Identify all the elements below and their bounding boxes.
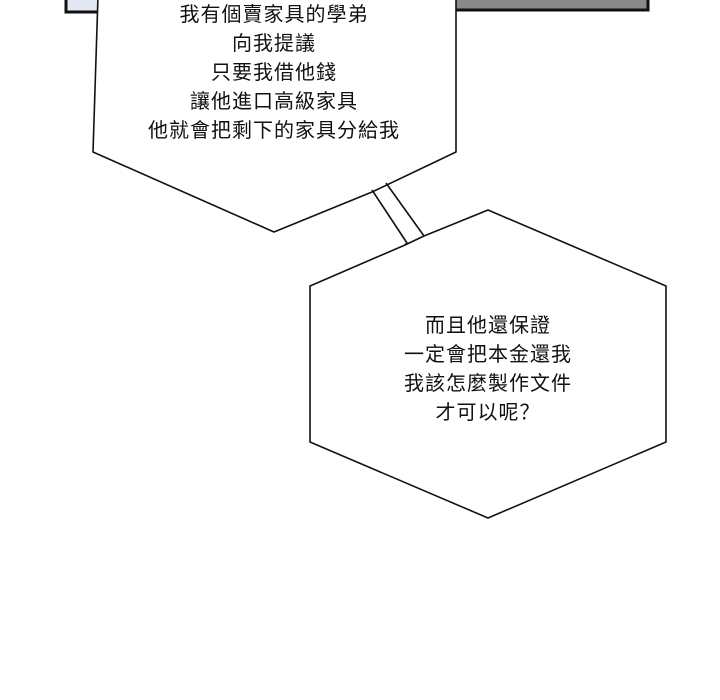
bubble-2-line: 一定會把本金還我 [404, 342, 572, 366]
speech-bubble-2 [309, 209, 667, 519]
bubble-1-line: 我有個賣家具的學弟 [179, 2, 369, 26]
bubble-2-line: 而且他還保證 [425, 313, 551, 337]
bubble-tail-right [385, 182, 425, 237]
speech-bubble-1-text: 我有個賣家具的學弟 向我提議 只要我借他錢 讓他進口高級家具 他就會把剩下的家具… [92, 0, 456, 145]
bubble-1-line: 他就會把剩下的家具分給我 [148, 118, 400, 142]
speech-bubble-1 [92, 0, 457, 233]
bubble-1-line: 向我提議 [232, 31, 316, 55]
bubble-1-line: 只要我借他錢 [211, 60, 337, 84]
speech-bubble-2-text: 而且他還保證 一定會把本金還我 我該怎麼製作文件 才可以呢？ [310, 311, 666, 427]
bubble-2-line: 才可以呢？ [435, 400, 541, 424]
bubble-1-line: 讓他進口高級家具 [190, 89, 358, 113]
bubble-2-line: 我該怎麼製作文件 [404, 371, 572, 395]
bubble-tail-left [371, 189, 408, 246]
top-panel-right-edge [438, 0, 650, 12]
